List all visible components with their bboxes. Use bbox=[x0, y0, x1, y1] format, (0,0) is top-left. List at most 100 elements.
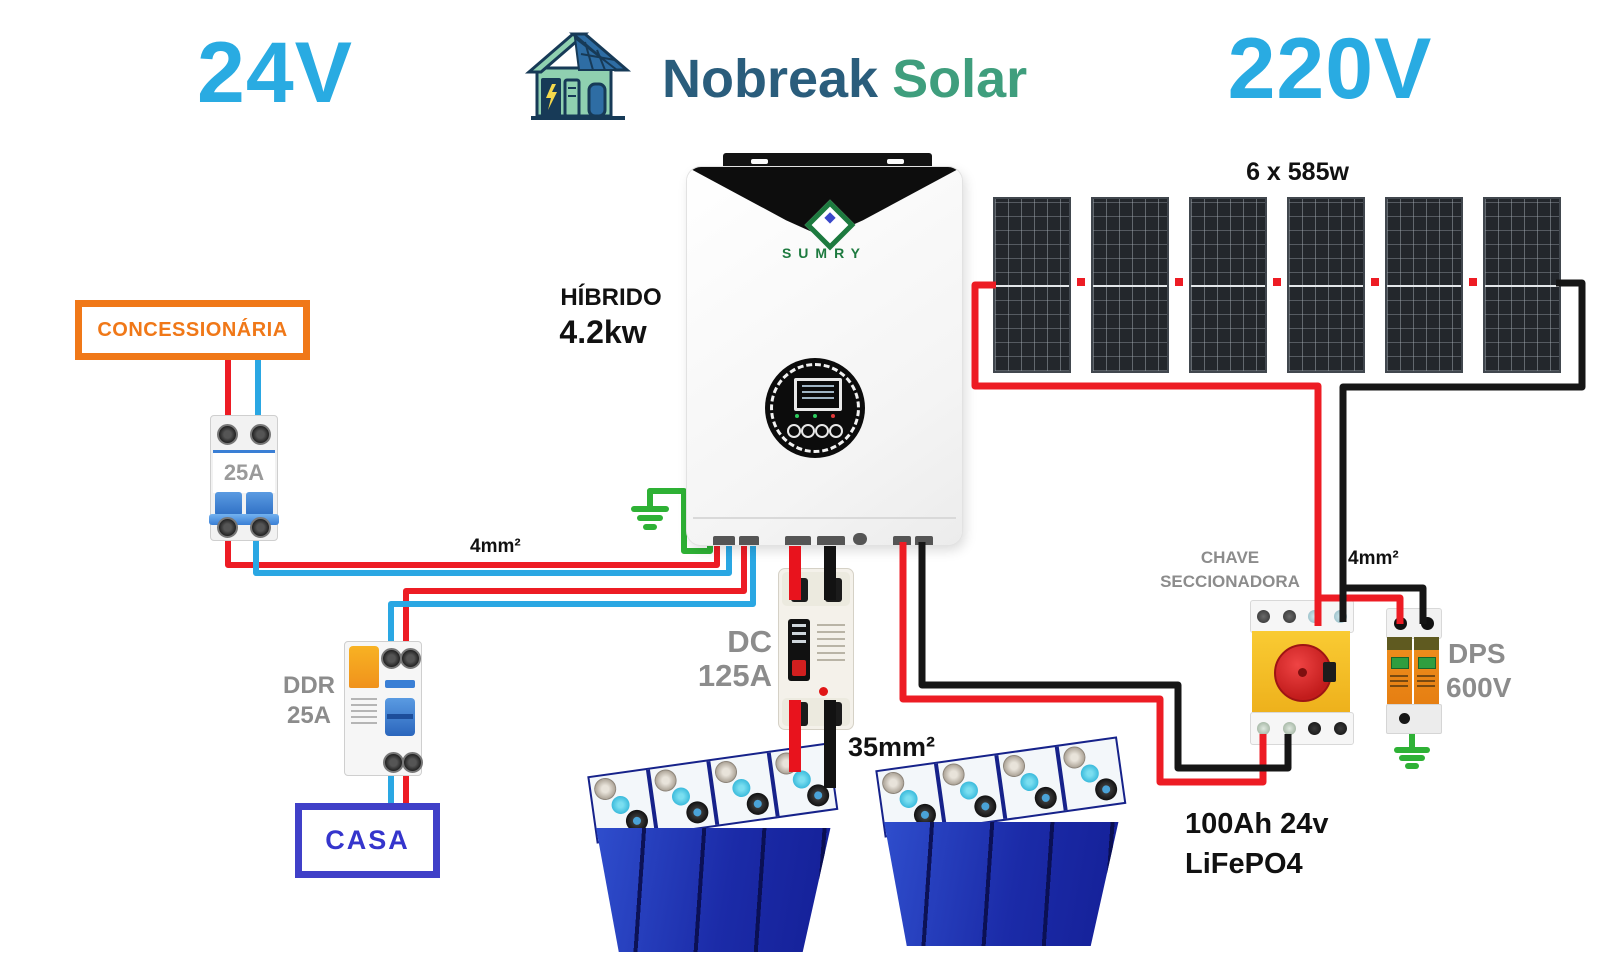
dps-indicator bbox=[1399, 713, 1410, 724]
house-box-label: CASA bbox=[325, 825, 410, 855]
dps-module bbox=[1387, 637, 1412, 704]
inverter-battery-pos-terminal bbox=[785, 536, 811, 545]
battery-body bbox=[884, 822, 1119, 946]
panel-junction-dot bbox=[1175, 278, 1183, 286]
inverter-pv-neg-terminal bbox=[915, 536, 933, 545]
pv-cable-size-label: 4mm² bbox=[1348, 548, 1399, 569]
terminal-screw bbox=[250, 517, 271, 538]
terminal-screw bbox=[400, 648, 421, 669]
inverter-pv-pos-terminal bbox=[893, 536, 911, 545]
utility-box: CONCESSIONÁRIA bbox=[75, 300, 310, 360]
pv-switch-label-line1: CHAVE bbox=[1200, 548, 1260, 567]
pv-pos-to-inverter-wire bbox=[899, 542, 1267, 786]
terminal-screw bbox=[250, 424, 271, 445]
inverter-display bbox=[765, 358, 865, 458]
dc-breaker-indicator bbox=[819, 687, 828, 696]
battery-spec-line2: LiFePO4 bbox=[1185, 848, 1303, 880]
panel-junction-dot bbox=[1077, 278, 1085, 286]
inverter-ac-in-terminal bbox=[713, 536, 735, 545]
ac-in-live-wire bbox=[225, 532, 720, 568]
dc-breaker-label-line1: DC bbox=[727, 624, 772, 659]
solar-panel-3 bbox=[1189, 197, 1267, 373]
ac-in-neutral-wire bbox=[253, 532, 732, 576]
terminal-screw bbox=[1257, 610, 1271, 623]
inverter-power-label: 4.2kw bbox=[559, 314, 647, 350]
breaker-top-terminals bbox=[211, 424, 277, 445]
breaker-tie-bar bbox=[209, 514, 279, 525]
inverter-lcd bbox=[794, 378, 842, 411]
terminal-screw bbox=[402, 752, 423, 773]
terminal-screw bbox=[217, 424, 238, 445]
battery-pack-1 bbox=[586, 742, 839, 954]
breaker-toggles bbox=[215, 492, 273, 516]
dps-base bbox=[1386, 704, 1442, 734]
inverter-gland bbox=[853, 533, 867, 545]
dps-label-line2: 600V bbox=[1446, 672, 1512, 703]
rotary-knob bbox=[1274, 644, 1336, 702]
panel-junction-dot bbox=[1273, 278, 1281, 286]
terminal-screw bbox=[1282, 722, 1296, 735]
terminal-screw bbox=[1257, 722, 1271, 735]
inverter-ground-wire bbox=[647, 488, 713, 554]
dps-modules bbox=[1387, 637, 1439, 704]
panel-junction-dot bbox=[1469, 278, 1477, 286]
inverter-seam bbox=[693, 517, 956, 519]
surge-protector-dps bbox=[1386, 608, 1442, 734]
dc-breaker-toggle bbox=[788, 619, 810, 681]
brand-name-primary: Nobreak bbox=[662, 49, 879, 109]
solar-panel-6 bbox=[1483, 197, 1561, 373]
array-power-label: 6 x 585w bbox=[1246, 158, 1349, 186]
inverter-buttons bbox=[787, 424, 843, 438]
battery-body bbox=[596, 828, 831, 952]
ac-out-neutral-wire bbox=[388, 543, 756, 650]
inverter-battery-neg-terminal bbox=[817, 536, 845, 545]
house-solar-icon bbox=[524, 32, 632, 120]
inverter-type-label: HÍBRIDO bbox=[560, 284, 662, 311]
dc-breaker-label-line2: 125A bbox=[697, 658, 772, 693]
breaker-bottom-terminals bbox=[211, 517, 277, 538]
dc-breaker-spec-print bbox=[817, 619, 845, 666]
ddr-print-lines bbox=[351, 694, 377, 728]
inverter-brand: SUMRY bbox=[781, 245, 868, 261]
terminal-screw bbox=[1308, 722, 1322, 735]
pv-disconnect-switch bbox=[1250, 600, 1354, 745]
terminal-screw bbox=[1282, 610, 1296, 623]
dps-label-line1: DPS bbox=[1448, 638, 1506, 669]
ac-cable-size-label: 4mm² bbox=[470, 536, 521, 557]
pv-neg-to-inverter-wire bbox=[918, 542, 1292, 772]
switch-bottom-terminals bbox=[1250, 712, 1354, 745]
inverter-ac-out-terminal bbox=[739, 536, 759, 545]
pv-pos-dps-branch bbox=[1318, 594, 1404, 624]
inverter-leds bbox=[795, 414, 835, 418]
ddr-label-line1: DDR bbox=[283, 672, 335, 699]
house-box: CASA bbox=[295, 803, 440, 878]
ddr-test-button bbox=[349, 646, 379, 688]
left-voltage-label: 24V bbox=[196, 25, 354, 121]
dps-top-terminals bbox=[1386, 608, 1442, 639]
ddr-label-line2: 25A bbox=[286, 702, 332, 729]
solar-panel-2 bbox=[1091, 197, 1169, 373]
solar-panel-5 bbox=[1385, 197, 1463, 373]
ddr-toggle bbox=[385, 698, 415, 736]
panel-junction-dot bbox=[1371, 278, 1379, 286]
dps-module bbox=[1414, 637, 1439, 704]
terminal-screw bbox=[217, 517, 238, 538]
pv-string-pos-wire bbox=[971, 281, 1322, 626]
hybrid-inverter: SUMRY bbox=[687, 167, 962, 545]
utility-box-label: CONCESSIONÁRIA bbox=[97, 318, 288, 341]
ddr-breaker bbox=[344, 641, 423, 776]
pv-neg-dps-branch bbox=[1343, 584, 1427, 624]
switch-body bbox=[1252, 631, 1350, 712]
inverter-mount-bracket bbox=[723, 153, 932, 170]
solar-panel-1 bbox=[993, 197, 1071, 373]
pv-string-neg-wire bbox=[1339, 279, 1586, 622]
ac-out-live-wire bbox=[403, 543, 747, 650]
right-voltage-label: 220V bbox=[1227, 21, 1433, 117]
battery-pack-2 bbox=[874, 736, 1127, 948]
main-breaker-25a: 25A bbox=[209, 415, 279, 541]
breaker-rating: 25A bbox=[213, 450, 275, 493]
